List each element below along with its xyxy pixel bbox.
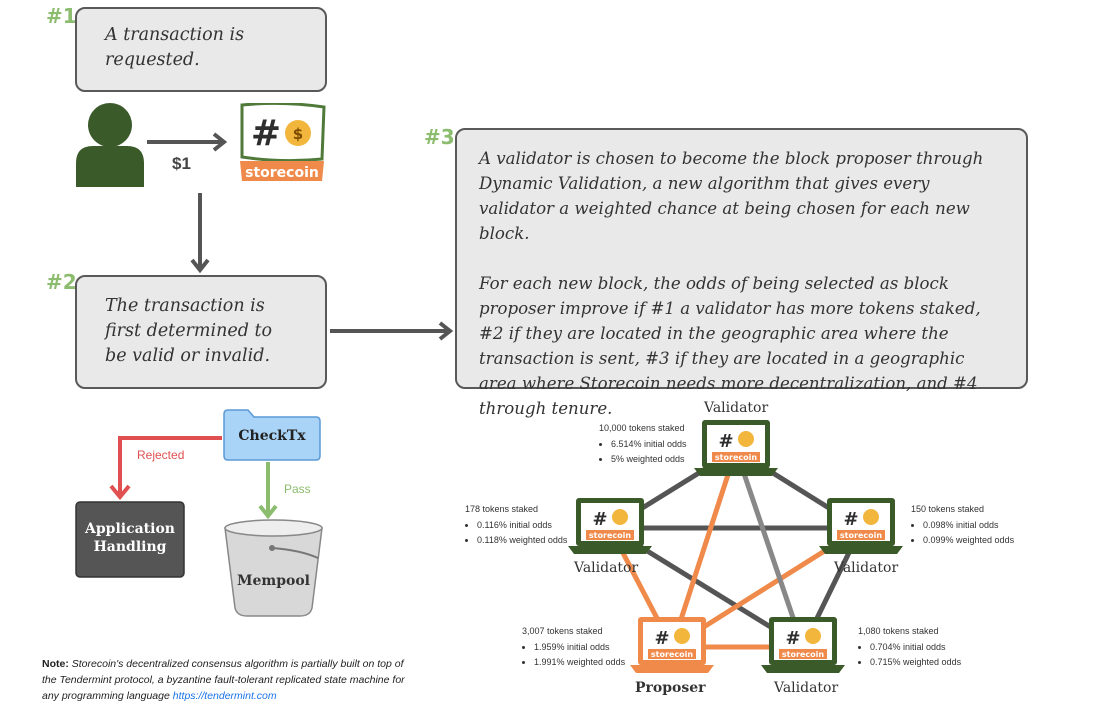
application-handling-label: Application Handling bbox=[85, 521, 175, 555]
step-3-box: A validator is chosen to become the bloc… bbox=[455, 128, 1028, 418]
checktx-folder-icon bbox=[223, 409, 321, 461]
footnote: Note: Storecoin's decentralized consensu… bbox=[42, 656, 417, 704]
tendermint-link[interactable]: https://tendermint.com bbox=[172, 690, 277, 702]
node-3-initial-odds: 1.959% initial odds bbox=[534, 640, 625, 656]
money-bag-icon bbox=[285, 120, 311, 146]
mempool-bucket-icon bbox=[224, 519, 323, 617]
node-4-stake: 1,080 tokens staked bbox=[858, 626, 939, 636]
laptop-logo-brand: storecoin bbox=[782, 650, 824, 659]
node-3-label: Proposer bbox=[635, 680, 706, 696]
node-0-initial-odds: 6.514% initial odds bbox=[611, 437, 687, 453]
node-0-label: Validator bbox=[704, 400, 769, 416]
pass-label: Pass bbox=[284, 482, 311, 496]
validator-laptop-icon: #storecoin bbox=[694, 420, 778, 476]
laptop-logo-brand: storecoin bbox=[589, 531, 631, 540]
node-1-initial-odds: 0.116% initial odds bbox=[477, 518, 567, 534]
step-3-label: #3 bbox=[424, 125, 455, 149]
logo-banner bbox=[240, 161, 324, 181]
flow-graphics bbox=[75, 103, 454, 617]
node-2-stats: 150 tokens staked 0.098% initial odds 0.… bbox=[911, 502, 1014, 549]
storecoin-logo: $ # storecoin bbox=[236, 101, 328, 183]
node-3-weighted-odds: 1.991% weighted odds bbox=[534, 655, 625, 671]
node-1-label: Validator bbox=[574, 560, 639, 576]
user-icon bbox=[76, 103, 144, 187]
checktx-label: CheckTx bbox=[238, 428, 306, 444]
validator-laptop-icon: #storecoin bbox=[819, 498, 903, 554]
svg-text:$: $ bbox=[293, 125, 303, 143]
logo-hash: # bbox=[251, 113, 281, 154]
node-2-stake: 150 tokens staked bbox=[911, 504, 985, 514]
pass-arrowhead bbox=[258, 504, 278, 520]
rejected-label: Rejected bbox=[137, 448, 185, 462]
validation-arrowhead bbox=[438, 321, 454, 341]
step-2-box: The transaction is first determined to b… bbox=[75, 275, 327, 389]
step-2-label: #2 bbox=[46, 270, 77, 294]
validator-network: #storecoin#storecoin#storecoin#storecoin… bbox=[568, 420, 903, 673]
footnote-label: Note: bbox=[42, 658, 69, 670]
node-1-stats: 178 tokens staked 0.116% initial odds 0.… bbox=[465, 502, 567, 549]
node-1-stake: 178 tokens staked bbox=[465, 504, 539, 514]
rejected-arrowhead bbox=[109, 484, 131, 501]
transfer-amount: $1 bbox=[172, 154, 191, 173]
proposer-laptop-icon: #storecoin bbox=[630, 617, 714, 673]
laptop-logo-hash: # bbox=[785, 628, 800, 649]
node-0-stake: 10,000 tokens staked bbox=[599, 423, 685, 433]
application-handling-box bbox=[75, 501, 185, 578]
laptop-logo-brand: storecoin bbox=[715, 453, 757, 462]
logo-brand: storecoin bbox=[245, 165, 319, 181]
footnote-text: Storecoin's decentralized consensus algo… bbox=[42, 658, 405, 702]
step-3-paragraph-2: For each new block, the odds of being se… bbox=[479, 274, 981, 418]
node-1-weighted-odds: 0.118% weighted odds bbox=[477, 533, 567, 549]
step-1-label: #1 bbox=[46, 4, 77, 28]
banknote-shape bbox=[240, 101, 326, 163]
node-2-initial-odds: 0.098% initial odds bbox=[923, 518, 1014, 534]
node-3-stake: 3,007 tokens staked bbox=[522, 626, 603, 636]
node-0-stats: 10,000 tokens staked 6.514% initial odds… bbox=[599, 421, 687, 468]
laptop-logo-hash: # bbox=[718, 431, 733, 452]
step-1-box: A transaction is requested. bbox=[75, 7, 327, 92]
node-2-label: Validator bbox=[834, 560, 899, 576]
laptop-logo-hash: # bbox=[592, 509, 607, 530]
transfer-arrowhead bbox=[212, 132, 228, 152]
network-edge bbox=[733, 449, 806, 648]
node-2-weighted-odds: 0.099% weighted odds bbox=[923, 533, 1014, 549]
node-4-stats: 1,080 tokens staked 0.704% initial odds … bbox=[858, 624, 961, 671]
validator-laptop-icon: #storecoin bbox=[568, 498, 652, 554]
step-2-text: The transaction is first determined to b… bbox=[105, 296, 273, 366]
down-arrowhead bbox=[190, 258, 210, 274]
node-4-weighted-odds: 0.715% weighted odds bbox=[870, 655, 961, 671]
laptop-logo-brand: storecoin bbox=[840, 531, 882, 540]
validator-laptop-icon: #storecoin bbox=[761, 617, 845, 673]
laptop-logo-hash: # bbox=[654, 628, 669, 649]
node-4-initial-odds: 0.704% initial odds bbox=[870, 640, 961, 656]
rejected-arrow bbox=[118, 436, 222, 494]
node-0-weighted-odds: 5% weighted odds bbox=[611, 452, 687, 468]
step-3-paragraph-1: A validator is chosen to become the bloc… bbox=[479, 149, 984, 243]
mempool-label: Mempool bbox=[236, 573, 310, 589]
laptop-logo-brand: storecoin bbox=[651, 650, 693, 659]
step-1-text: A transaction is requested. bbox=[105, 25, 245, 70]
network-edge bbox=[669, 449, 739, 648]
node-4-label: Validator bbox=[774, 680, 839, 696]
laptop-logo-hash: # bbox=[843, 509, 858, 530]
node-3-stats: 3,007 tokens staked 1.959% initial odds … bbox=[522, 624, 625, 671]
